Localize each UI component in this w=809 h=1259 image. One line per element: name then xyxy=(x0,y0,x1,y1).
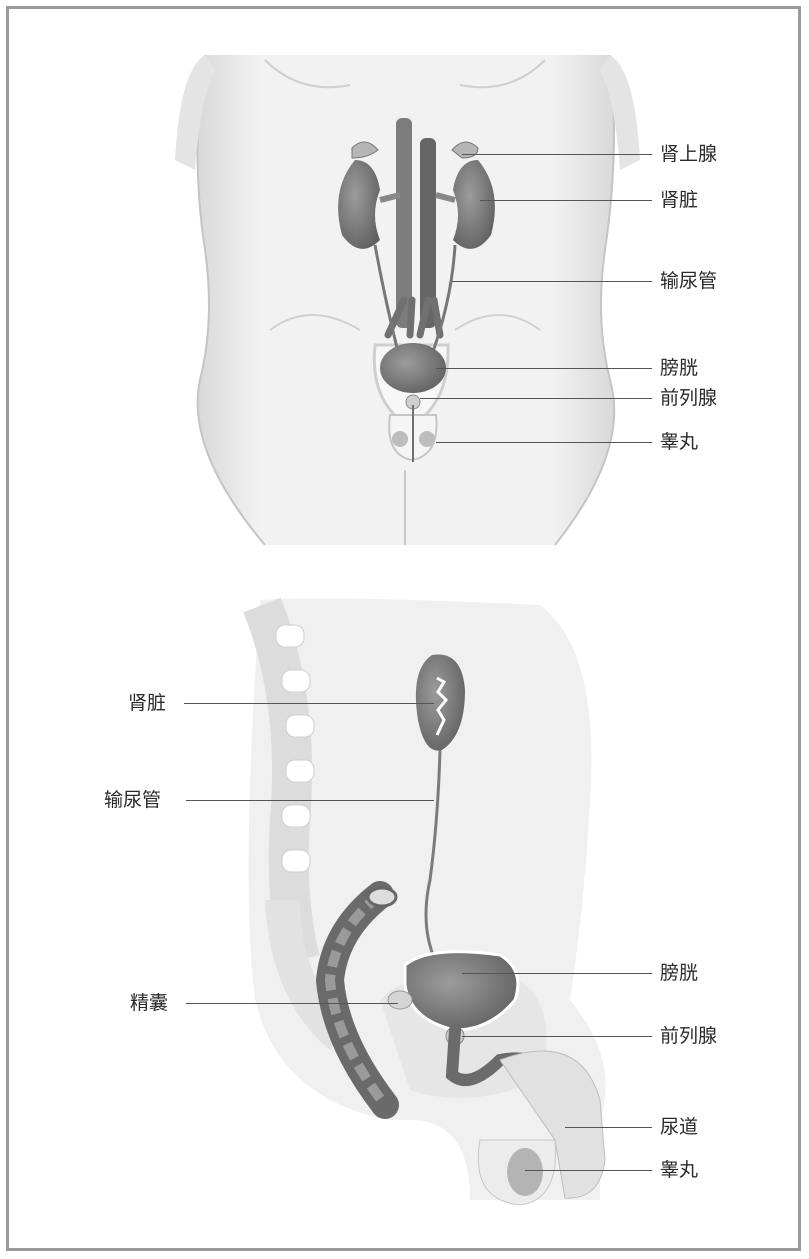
label-bladder-front: 膀胱 xyxy=(660,357,698,379)
leader-kidney-side xyxy=(184,703,434,704)
leader-bladder-side xyxy=(462,973,652,974)
leader-kidney-front xyxy=(480,200,652,201)
leader-ureter-side xyxy=(186,800,434,801)
label-kidney-side: 肾脏 xyxy=(128,692,166,714)
label-prostate-front: 前列腺 xyxy=(660,387,717,409)
label-seminal-side: 精囊 xyxy=(130,992,168,1014)
label-bladder-side: 膀胱 xyxy=(660,962,698,984)
label-testis-side: 睾丸 xyxy=(660,1159,698,1181)
leader-testis-front xyxy=(436,442,652,443)
label-kidney-front: 肾脏 xyxy=(660,189,698,211)
leader-seminal-side xyxy=(186,1003,398,1004)
leader-urethra-side xyxy=(565,1127,652,1128)
label-prostate-side: 前列腺 xyxy=(660,1025,717,1047)
leader-prostate-front xyxy=(420,398,652,399)
label-adrenal-front: 肾上腺 xyxy=(660,143,717,165)
leader-adrenal-front xyxy=(462,154,652,155)
label-ureter-side: 输尿管 xyxy=(104,789,161,811)
label-ureter-front: 输尿管 xyxy=(660,270,717,292)
leader-bladder-front xyxy=(436,368,652,369)
leader-ureter-front xyxy=(452,281,652,282)
label-urethra-side: 尿道 xyxy=(660,1116,698,1138)
leader-prostate-side xyxy=(462,1036,652,1037)
label-testis-front: 睾丸 xyxy=(660,431,698,453)
leader-testis-side xyxy=(525,1170,652,1171)
